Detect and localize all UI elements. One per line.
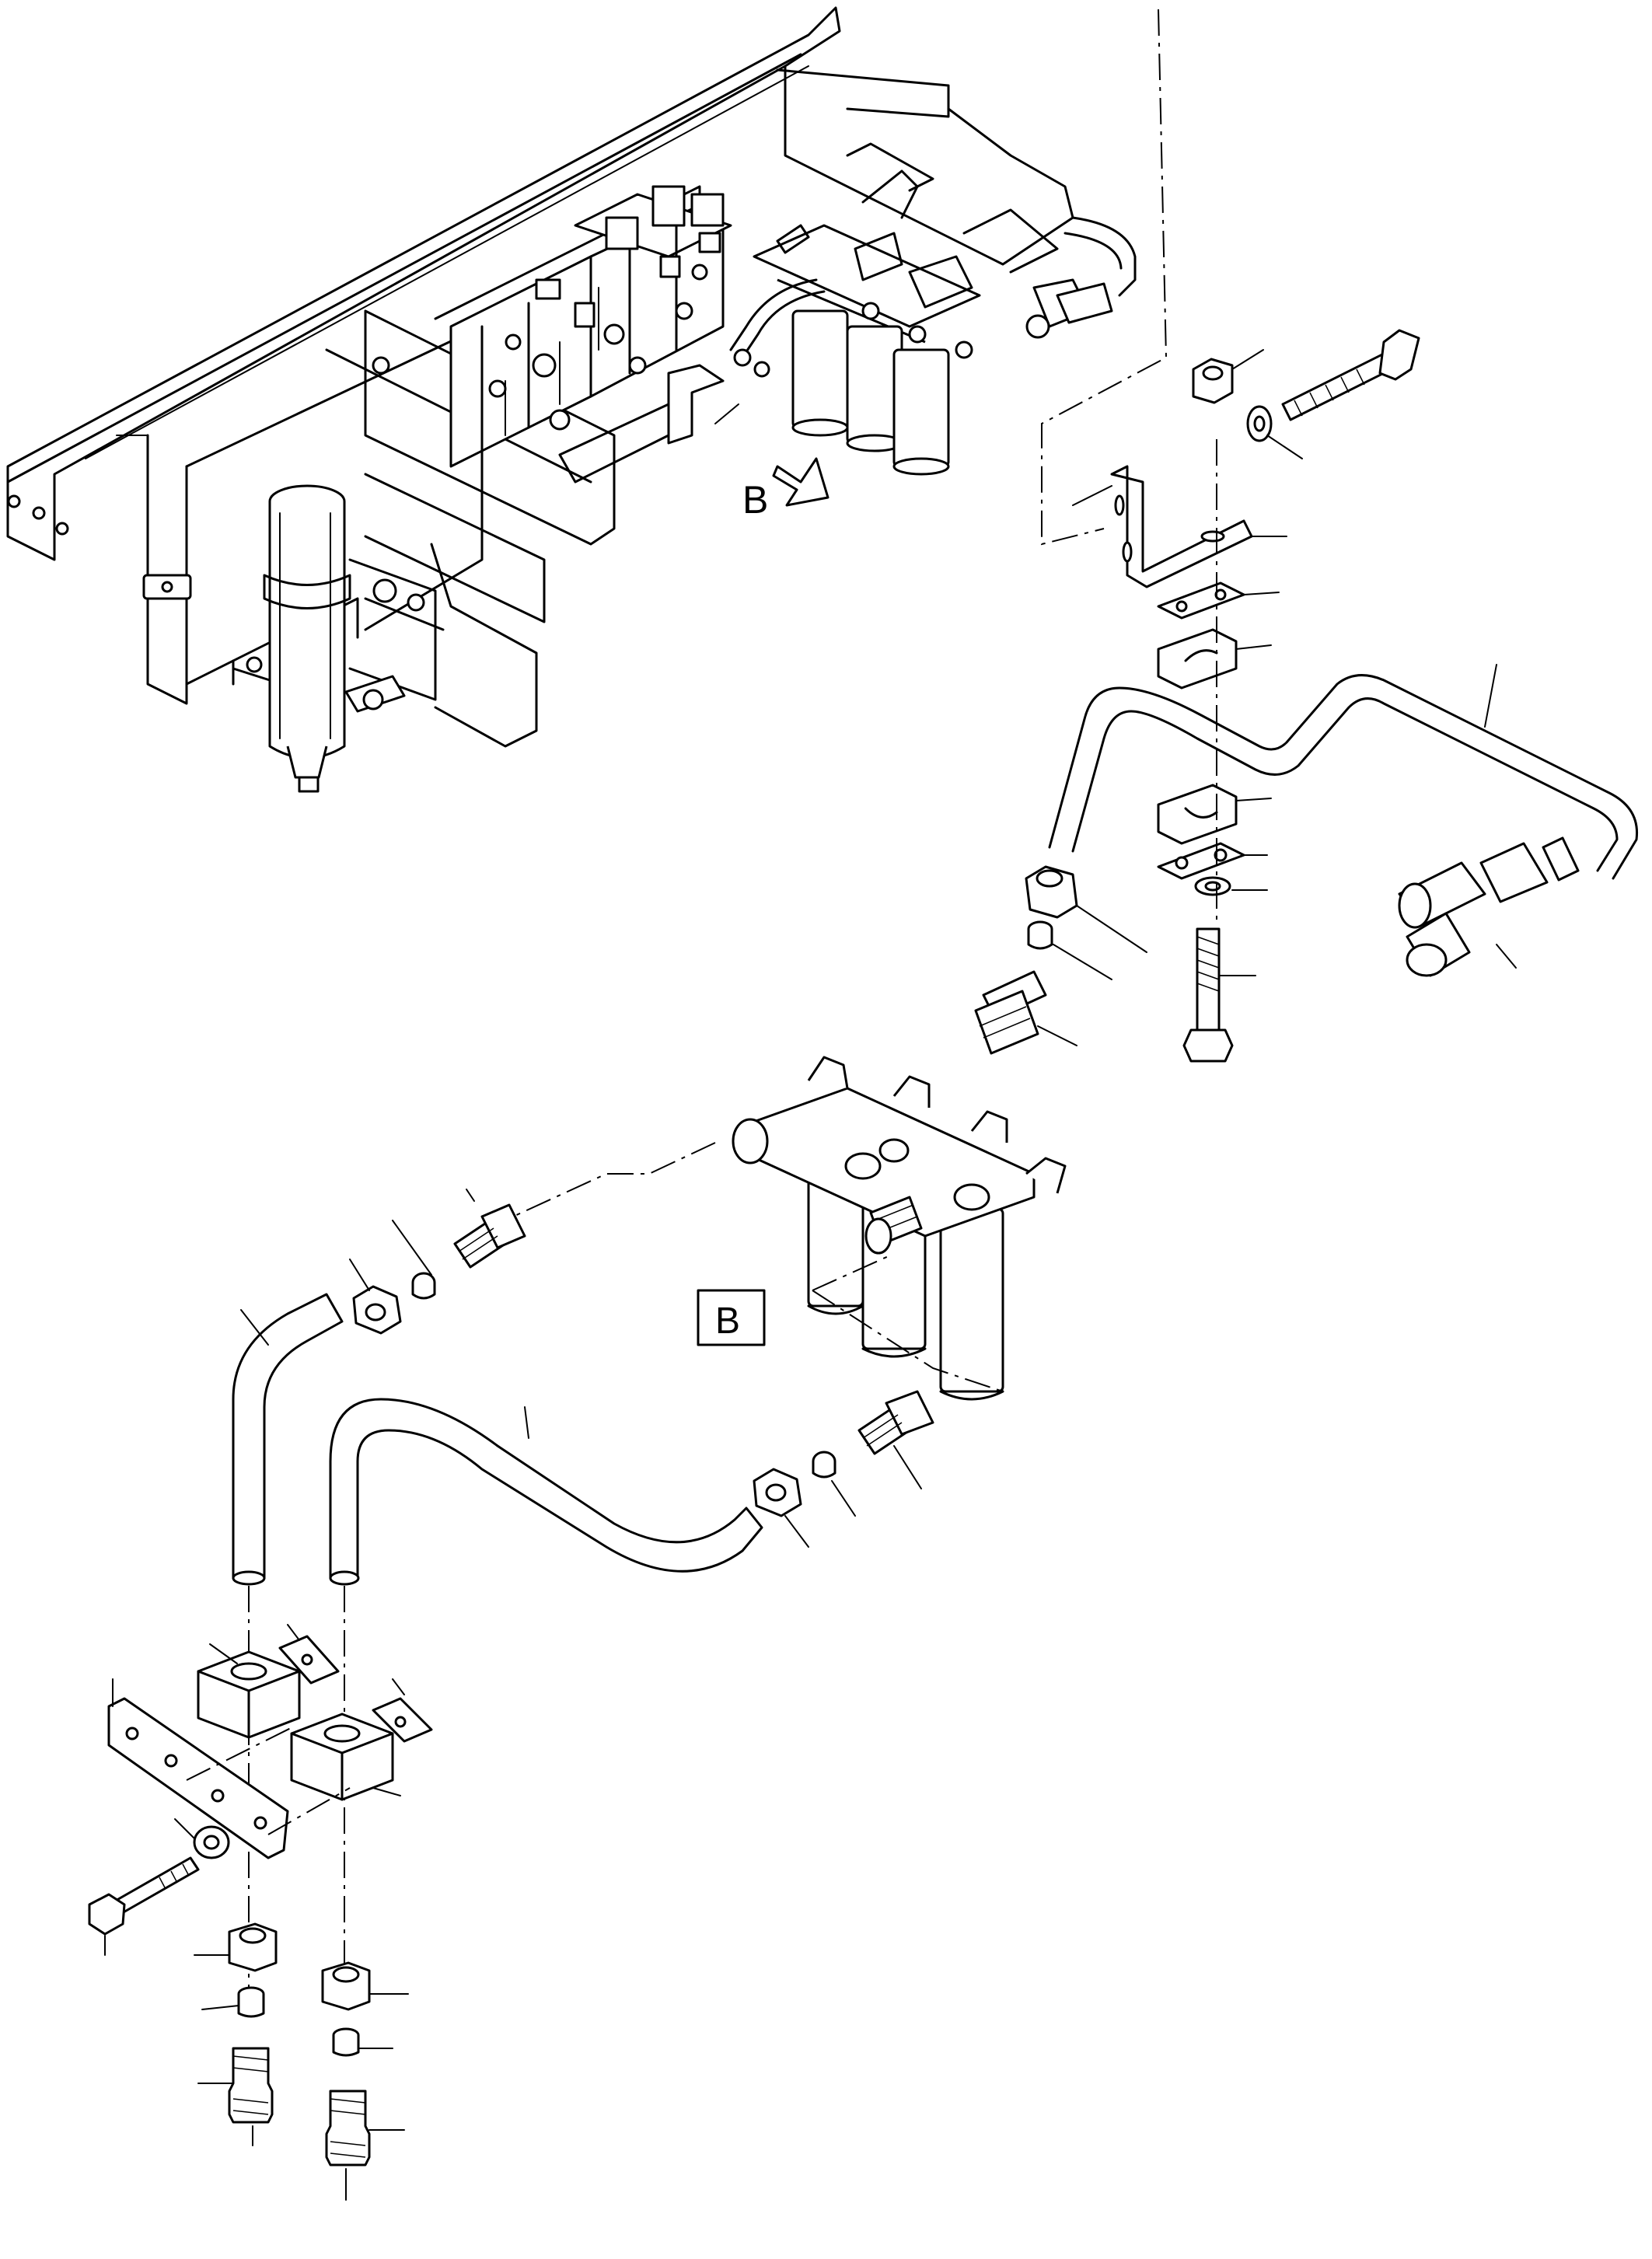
hex-nut-c — [228, 1922, 278, 1972]
view-label-box: B — [715, 1301, 740, 1342]
tee-fitting — [1398, 836, 1580, 977]
hex-bolt-bottom — [88, 1856, 200, 1936]
callout-leaders — [104, 349, 1517, 2201]
tube-a — [232, 1293, 344, 1586]
clamp-half-bottom — [1157, 784, 1238, 845]
clamp-plate-bottom — [1157, 842, 1245, 880]
union-connector-c — [228, 2047, 274, 2124]
tube-right-upper — [1048, 674, 1639, 880]
sleeve-c — [237, 1986, 265, 2018]
angle-bracket — [1110, 465, 1253, 588]
washer-upper — [1246, 405, 1273, 442]
sleeve-upper — [1027, 920, 1053, 950]
accumulator-bracket — [344, 558, 445, 713]
sleeve-d — [332, 2027, 360, 2057]
pressure-line-upper — [1025, 216, 1137, 339]
clamp-block-b — [290, 1713, 394, 1801]
view-box-b: B — [697, 1289, 766, 1346]
clamp-plate-top — [1157, 581, 1245, 620]
leader-dash-manifold-left — [512, 1142, 716, 1217]
union-connector-b — [857, 1390, 934, 1455]
hex-nut-upper — [1192, 358, 1234, 404]
filter-assembly — [667, 142, 1059, 476]
hex-nut-b — [753, 1468, 802, 1517]
view-arrow-b: B — [742, 457, 829, 522]
hex-nut-a — [352, 1285, 402, 1335]
sleeve-b — [812, 1451, 836, 1479]
leader-dash-manifold-right — [812, 1255, 1004, 1392]
tube-b — [329, 1398, 763, 1586]
clamp-plate-b — [372, 1697, 433, 1743]
control-valve-block — [449, 185, 732, 468]
union-connector-d — [325, 2090, 371, 2166]
hydraulic-accumulator — [232, 484, 351, 793]
view-label-arrow: B — [742, 478, 768, 522]
clamp-plate-a — [278, 1635, 340, 1685]
hex-bolt-upper — [1281, 329, 1420, 421]
union-connector-a — [453, 1203, 526, 1269]
clamp-half-top — [1157, 628, 1238, 690]
hex-nut-tube-upper — [1025, 865, 1078, 919]
hex-bolt-vertical — [1182, 927, 1234, 1063]
leader-dash-bracket — [1041, 9, 1168, 546]
clamp-block-a — [197, 1650, 301, 1739]
sleeve-a — [411, 1272, 436, 1300]
filter-manifold-detail — [732, 1056, 1067, 1401]
washer-bottom — [193, 1825, 230, 1859]
washer-lower — [1194, 876, 1231, 896]
hex-nut-d — [321, 1961, 371, 2011]
base-plate — [107, 1697, 289, 1859]
leader-dash-base-plate — [186, 1725, 351, 1835]
union-connector-upper — [974, 970, 1047, 1055]
